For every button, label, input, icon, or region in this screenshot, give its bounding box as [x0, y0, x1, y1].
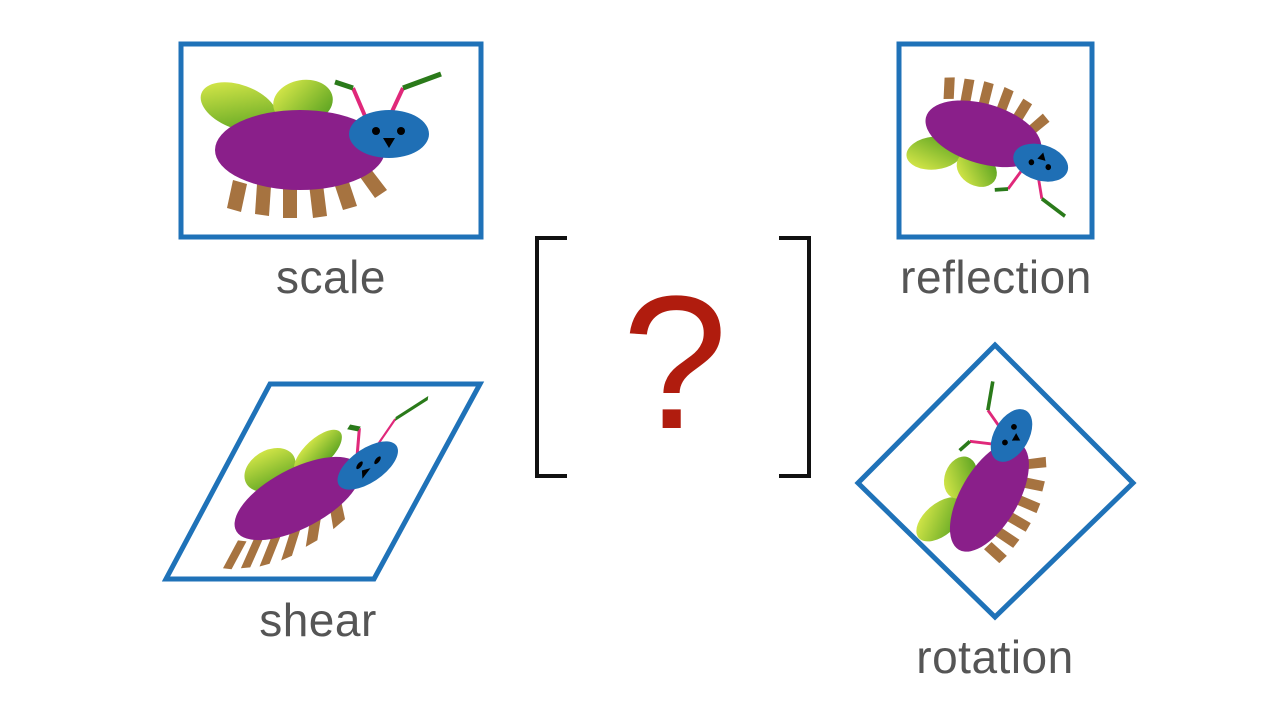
scale-frame	[178, 41, 484, 240]
reflection-panel	[895, 41, 1095, 240]
right-bracket	[779, 236, 811, 478]
shear-bug	[195, 397, 428, 585]
rotation-panel	[854, 341, 1137, 621]
reflection-label: reflection	[900, 251, 1092, 303]
reflection-frame	[896, 41, 1095, 240]
shear-frame	[161, 381, 485, 582]
rotation-frame	[854, 341, 1137, 621]
shear-panel	[161, 381, 485, 585]
reflection-bug	[895, 62, 1093, 220]
scale-panel	[178, 41, 484, 240]
scale-bug	[194, 73, 441, 218]
left-bracket	[535, 236, 567, 478]
matrix-brackets	[535, 236, 811, 478]
shear-label: shear	[259, 594, 377, 646]
unknown-matrix-question-mark: ?	[622, 257, 728, 469]
scale-label: scale	[276, 251, 386, 303]
rotation-label: rotation	[916, 631, 1074, 683]
